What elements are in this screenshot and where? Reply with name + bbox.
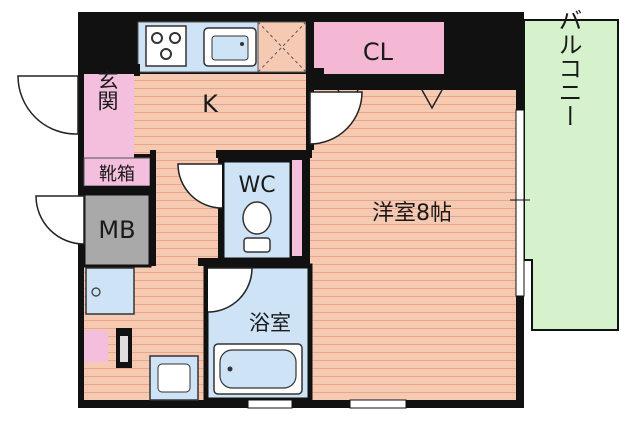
bathroom-door [207, 267, 253, 313]
entrance-label: 玄関 [95, 69, 119, 111]
closet-label: CL [363, 38, 394, 66]
refrigerator-space [257, 21, 307, 73]
shoe-box-area [83, 157, 151, 187]
entrance-door [17, 75, 79, 135]
closet-area [314, 22, 444, 74]
balcony-label: バルコニー [554, 8, 582, 128]
kitchen-label: K [202, 90, 219, 118]
room-door [309, 91, 363, 145]
toilet-door [177, 163, 223, 209]
western-room-floor [310, 90, 516, 400]
stove-icon [145, 25, 187, 67]
closet-door [421, 89, 443, 110]
window [247, 399, 293, 409]
balcony-window [515, 109, 525, 297]
meter-box-area [82, 192, 152, 268]
shoe-box-label: 靴箱 [99, 164, 135, 185]
meter-box-label: MB [98, 216, 135, 244]
washbasin-icon [149, 355, 199, 401]
toilet-icon [242, 201, 272, 253]
bathroom-label: 浴室 [249, 311, 291, 335]
entrance-area [84, 74, 134, 158]
bathtub-icon [213, 343, 303, 395]
meter-box-door [35, 195, 85, 245]
toilet-label: WC [238, 173, 275, 198]
window [349, 399, 407, 409]
sink-icon [203, 27, 257, 67]
western-room-label: 洋室8帖 [372, 201, 452, 226]
washing-machine-icon [85, 267, 135, 315]
